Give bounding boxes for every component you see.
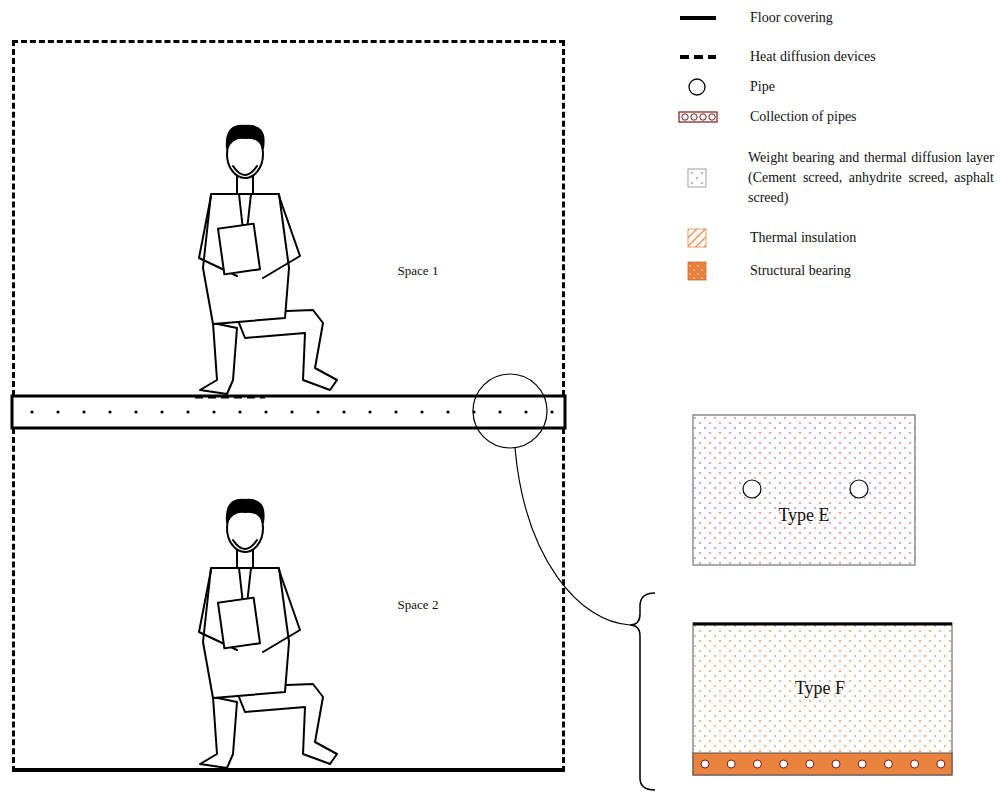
space-region: Space 2 [12,428,565,772]
legend-text: Heat diffusion devices [750,47,876,67]
section-fill [693,623,952,775]
region-label: Type E [778,505,829,526]
legend-text: Pipe [750,77,775,97]
region-label: Space 2 [398,598,439,613]
legend-text: Structural bearing [750,261,851,281]
region-label: Space 1 [398,264,439,279]
legend-text: Collection of pipes [750,107,857,127]
legend-text: Weight bearing and thermal diffusion lay… [748,148,994,208]
detail-section: Type F [693,623,952,775]
detail-section: Type E [693,415,915,565]
legend-text: Floor covering [750,8,833,28]
space-region: Space 1 [12,40,565,396]
legend-text: Thermal insulation [750,228,856,248]
section-fill [693,415,915,565]
region-label: Type F [795,678,845,699]
